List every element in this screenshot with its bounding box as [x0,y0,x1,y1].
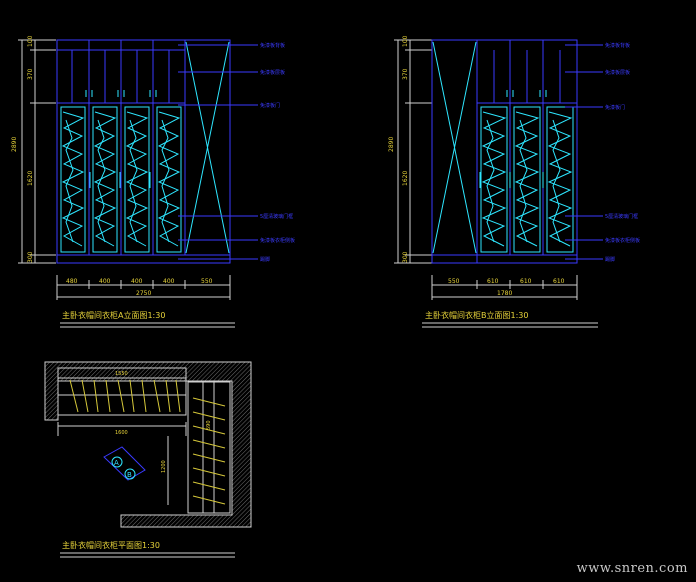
marker-a: A [114,459,119,467]
height-b-2: 1620 [402,171,409,186]
callout-a-2: 免漆板门 [260,102,280,109]
plan-view: 1550 590 1600 1200 A B 主卧衣帽间衣柜平面图1:30 [44,361,252,558]
width-b-3: 610 [553,278,565,285]
callout-a-1: 免漆板层板 [260,69,285,76]
width-a-2: 400 [131,278,143,285]
overall-height-b: 2890 [388,137,395,152]
width-b-2: 610 [520,278,532,285]
callout-a-3: 5厘清玻璃门框 [260,213,293,220]
title-b: 主卧衣帽间衣柜B立面图1:30 [425,310,528,320]
elevation-b: 2890 100 370 1620 300 [388,35,640,328]
title-plan: 主卧衣帽间衣柜平面图1:30 [62,540,160,550]
total-width-a: 2750 [136,290,151,297]
width-b-1: 610 [487,278,499,285]
plan-dim-2: 1200 [161,460,167,473]
height-a-3: 300 [27,251,34,263]
callout-b-0: 免漆板背板 [605,42,630,49]
marker-b: B [127,471,132,479]
width-a-4: 550 [201,278,213,285]
callout-b-2: 免漆板门 [605,104,625,111]
marker-a-circle [111,456,123,468]
callout-b-3: 5厘清玻璃门框 [605,213,638,220]
height-b-1: 370 [402,68,409,80]
width-a-0: 480 [66,278,78,285]
elevation-a: 2890 100 370 1620 300 [11,35,295,328]
callout-a-5: 踢脚 [260,256,270,263]
callout-a-4: 免漆板衣柜侧板 [260,237,295,244]
callout-b-1: 免漆板层板 [605,69,630,76]
plan-dim-3: 590 [206,420,212,430]
width-a-3: 400 [163,278,175,285]
title-a: 主卧衣帽间衣柜A立面图1:30 [62,310,165,320]
width-a-1: 400 [99,278,111,285]
callout-b-4: 免漆板衣柜侧板 [605,237,640,244]
height-b-0: 100 [402,35,409,47]
height-a-0: 100 [27,35,34,47]
marker-b-circle [124,468,136,480]
height-b-3: 300 [402,251,409,263]
height-a-1: 370 [27,68,34,80]
width-b-0: 550 [448,278,460,285]
plan-dim-0: 1550 [115,371,128,377]
plan-dim-1: 1600 [115,430,128,436]
height-a-2: 1620 [27,171,34,186]
overall-height-a: 2890 [11,137,18,152]
total-width-b: 1780 [497,290,512,297]
callout-b-5: 踢脚 [605,256,615,263]
callout-a-0: 免漆板背板 [260,42,285,49]
watermark: www.snren.com [576,561,688,576]
